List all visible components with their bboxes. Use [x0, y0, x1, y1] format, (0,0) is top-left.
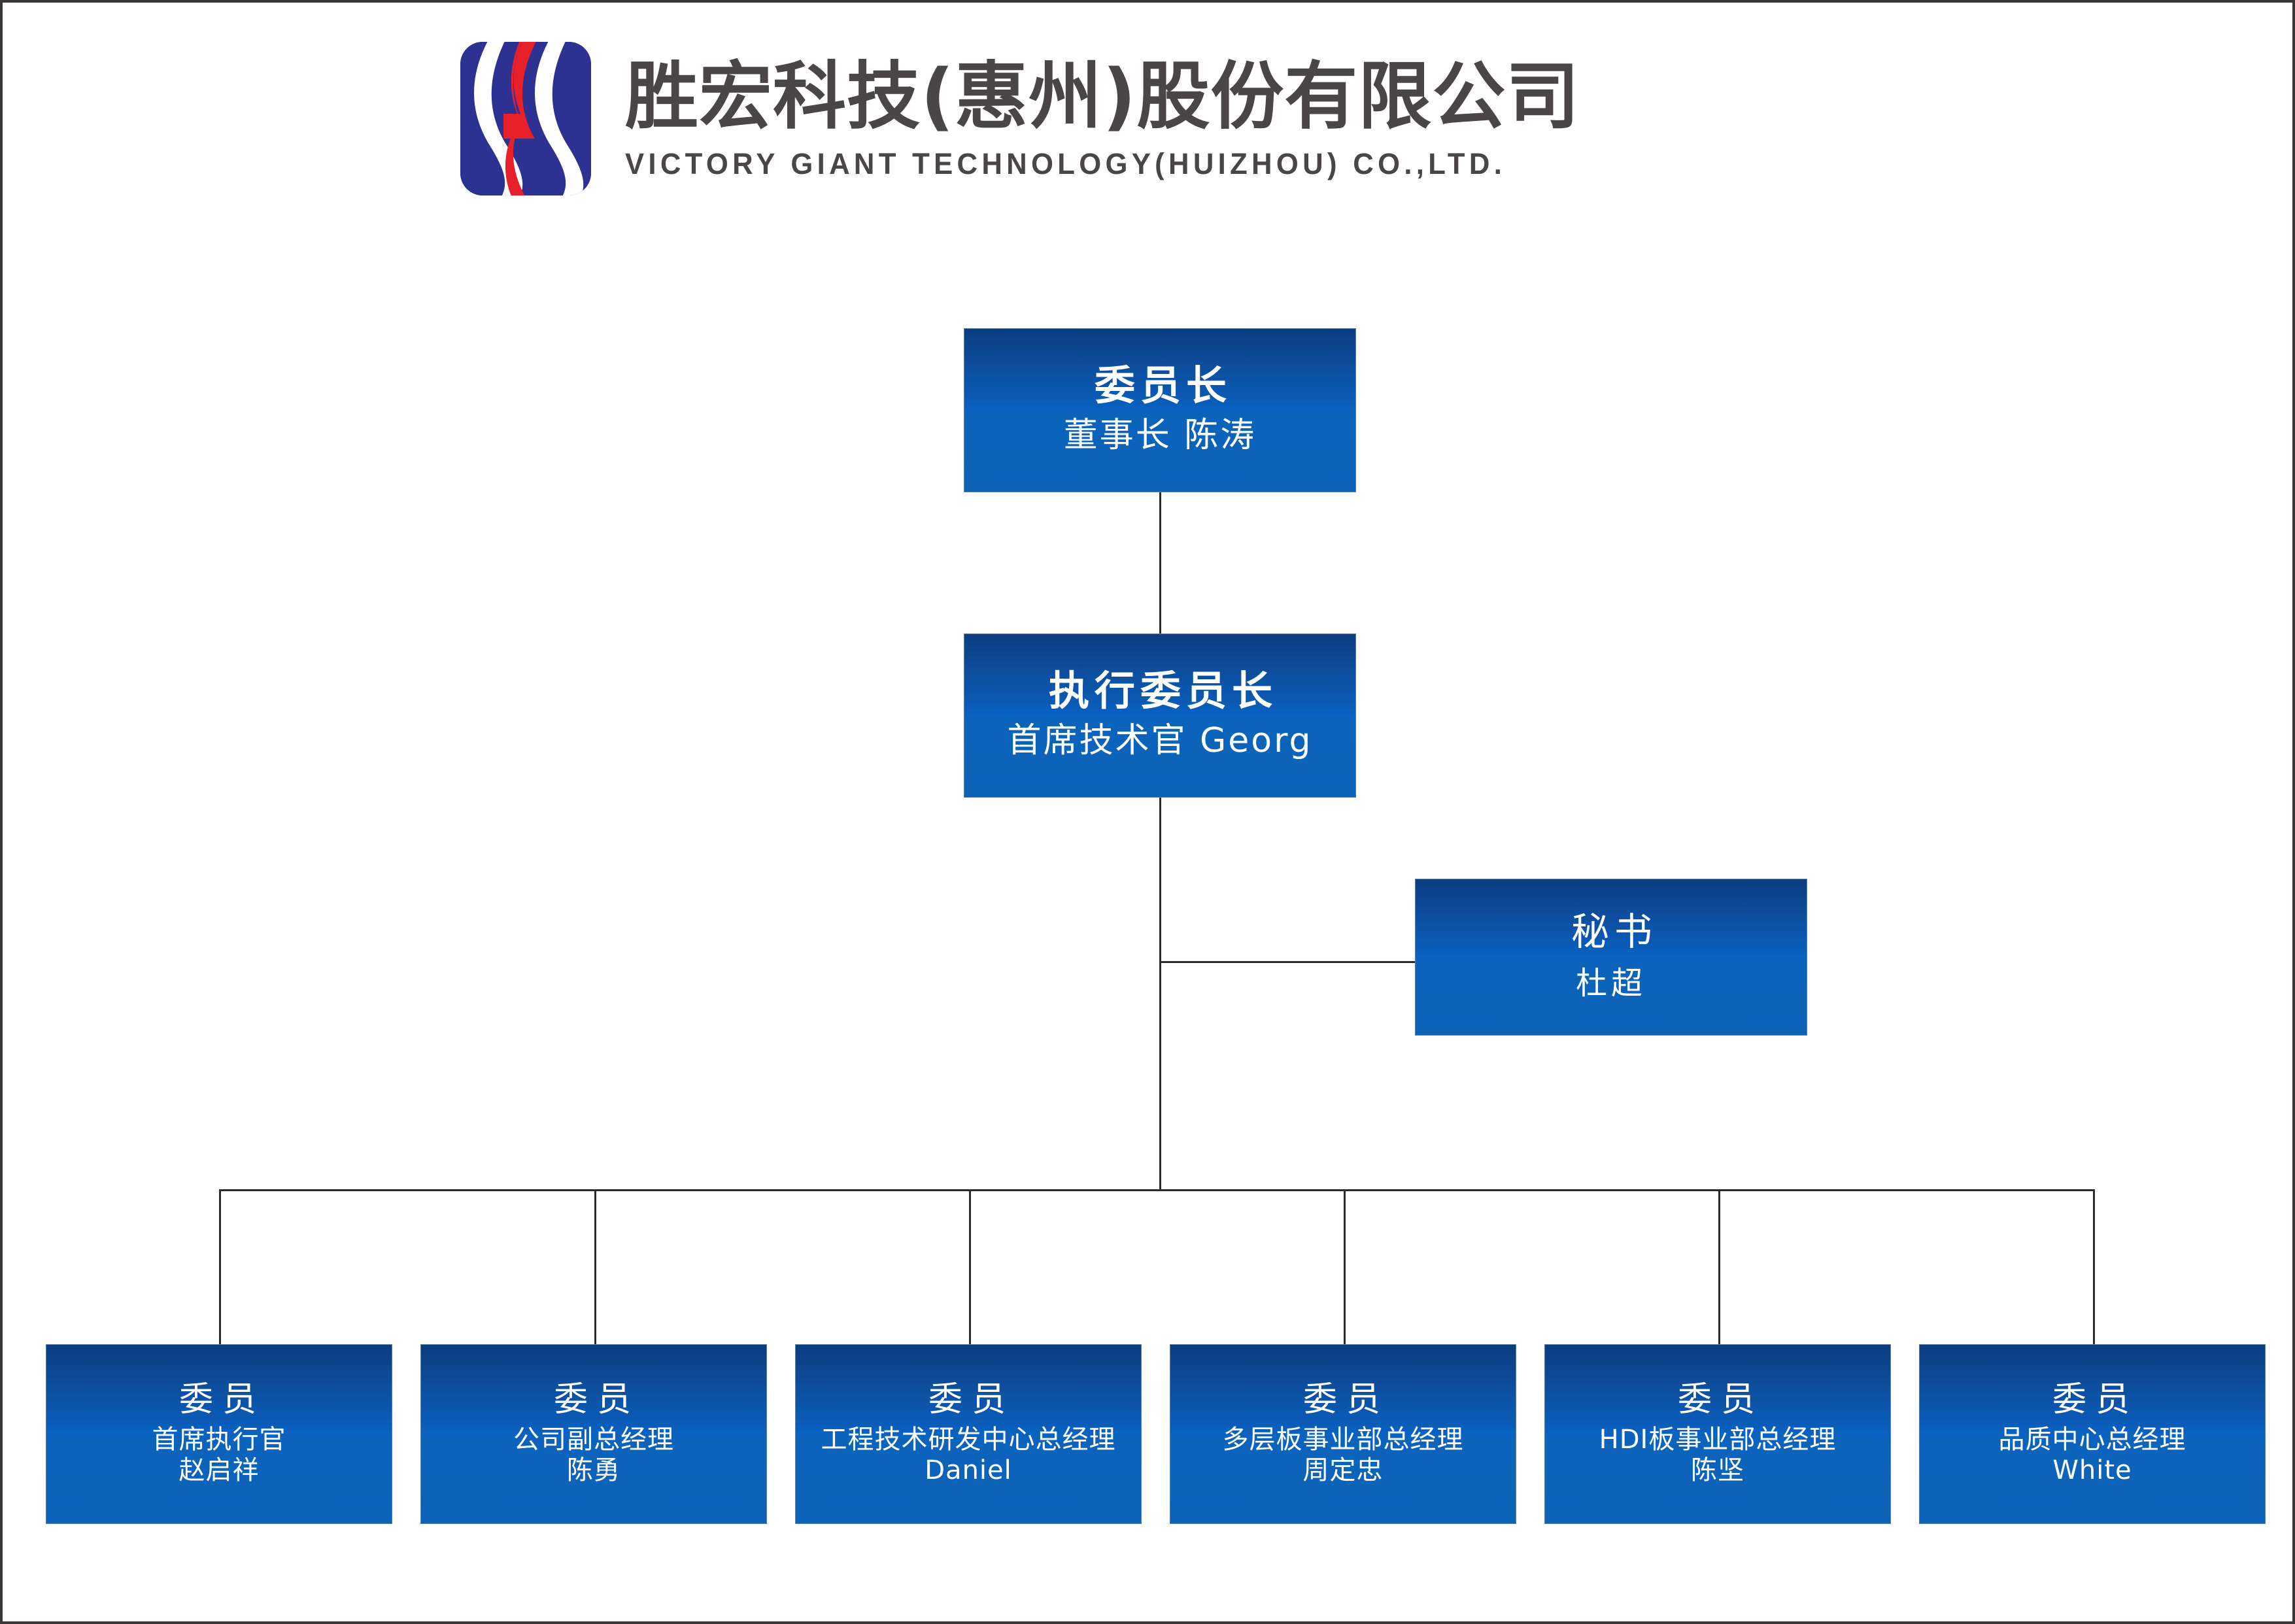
node-member-deputy-gm-role: 委员 [553, 1380, 640, 1420]
connector-executive-to-secretary [1159, 961, 1416, 963]
company-title-block: 胜宏科技(惠州)股份有限公司 VICTORY GIANT TECHNOLOGY(… [625, 56, 1580, 181]
node-executive-chairman-subtitle: 首席技术官 Georg [1007, 721, 1313, 761]
node-chairman-subtitle: 董事长 陈涛 [1063, 416, 1257, 456]
node-chairman[interactable]: 委员长 董事长 陈涛 [964, 328, 1356, 492]
node-member-deputy-gm[interactable]: 委员 公司副总经理 陈勇 [420, 1344, 767, 1524]
node-member-ceo-person: 赵启祥 [178, 1455, 260, 1485]
node-member-quality-person: White [2052, 1455, 2132, 1485]
node-member-deputy-gm-title: 公司副总经理 [513, 1424, 674, 1455]
node-executive-chairman[interactable]: 执行委员长 首席技术官 Georg [964, 634, 1356, 798]
company-name-chinese: 胜宏科技(惠州)股份有限公司 [625, 54, 1580, 139]
node-executive-chairman-role: 执行委员长 [1048, 667, 1278, 715]
victory-giant-s-logo-icon [460, 42, 591, 195]
node-secretary-person: 杜超 [1575, 965, 1646, 1002]
connector-drop-member-5 [1718, 1189, 1720, 1345]
node-member-multilayer-role: 委员 [1302, 1380, 1389, 1420]
node-member-rd-center-title: 工程技术研发中心总经理 [821, 1424, 1116, 1455]
node-member-ceo-title: 首席执行官 [152, 1424, 286, 1455]
node-member-ceo[interactable]: 委员 首席执行官 赵启祥 [46, 1344, 392, 1524]
node-secretary[interactable]: 秘书 杜超 [1415, 879, 1807, 1036]
node-member-multilayer-person: 周定忠 [1302, 1455, 1384, 1485]
node-member-quality[interactable]: 委员 品质中心总经理 White [1919, 1344, 2266, 1524]
node-member-hdi-role: 委员 [1677, 1380, 1764, 1420]
connector-chairman-to-executive [1159, 492, 1161, 634]
connector-drop-member-3 [969, 1189, 971, 1345]
connector-drop-member-4 [1344, 1189, 1346, 1345]
node-member-ceo-role: 委员 [178, 1380, 265, 1420]
connector-drop-member-1 [219, 1189, 221, 1345]
connector-executive-trunk [1159, 797, 1161, 1189]
node-member-quality-title: 品质中心总经理 [1998, 1424, 2186, 1455]
connector-members-distributor [219, 1189, 2094, 1191]
connector-drop-member-2 [594, 1189, 596, 1345]
node-member-quality-role: 委员 [2052, 1380, 2139, 1420]
node-chairman-role: 委员长 [1094, 362, 1232, 410]
company-header: 胜宏科技(惠州)股份有限公司 VICTORY GIANT TECHNOLOGY(… [460, 42, 1580, 195]
node-member-multilayer-title: 多层板事业部总经理 [1222, 1424, 1464, 1455]
node-member-hdi-person: 陈坚 [1691, 1455, 1744, 1485]
node-member-hdi[interactable]: 委员 HDI板事业部总经理 陈坚 [1544, 1344, 1891, 1524]
node-member-rd-center-person: Daniel [925, 1455, 1012, 1485]
node-member-hdi-title: HDI板事业部总经理 [1599, 1424, 1837, 1455]
node-member-multilayer[interactable]: 委员 多层板事业部总经理 周定忠 [1170, 1344, 1516, 1524]
node-secretary-role: 秘书 [1571, 909, 1658, 955]
company-name-english: VICTORY GIANT TECHNOLOGY(HUIZHOU) CO.,LT… [625, 147, 1506, 181]
node-member-rd-center-role: 委员 [928, 1380, 1015, 1420]
connector-drop-member-6 [2093, 1189, 2095, 1345]
node-member-deputy-gm-person: 陈勇 [567, 1455, 620, 1485]
node-member-rd-center[interactable]: 委员 工程技术研发中心总经理 Daniel [795, 1344, 1142, 1524]
